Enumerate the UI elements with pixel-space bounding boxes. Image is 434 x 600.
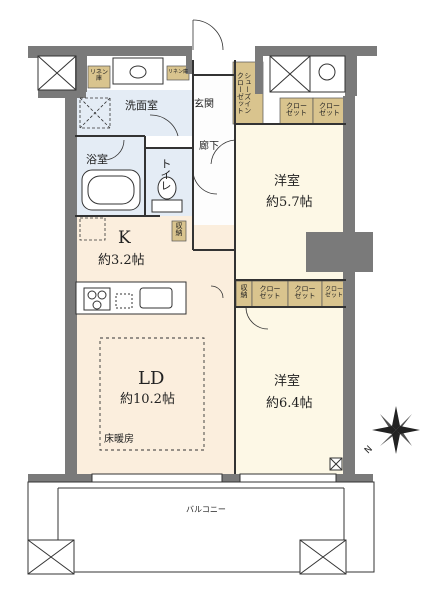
closet-1b-label: クロー ゼット — [319, 102, 340, 118]
closet-2b-label: クロー ゼット — [294, 285, 316, 301]
shoes-in-label: シューズイン クローゼット — [236, 72, 252, 114]
washroom-label: 洗面室 — [125, 99, 158, 112]
storage-hall-box — [171, 220, 187, 242]
closet-1b — [312, 97, 347, 125]
ld-area: 約10.2帖 — [120, 392, 175, 407]
kitchen-area: 約3.2帖 — [98, 253, 145, 268]
closet-1a-label: クロー ゼット — [286, 102, 307, 118]
vent-box — [329, 457, 343, 471]
kitchen-ld-floor — [75, 216, 235, 474]
balcony-label: バルコニー — [186, 505, 226, 514]
storage-room2-label: 収 納 — [240, 284, 248, 300]
shaft-left — [37, 55, 77, 91]
kitchen-counter — [75, 281, 187, 315]
bathtub — [81, 169, 141, 211]
room1-name: 洋室 — [274, 174, 301, 189]
room1-area: 約5.7帖 — [266, 195, 313, 210]
interior-walls — [75, 60, 346, 474]
linen-left — [87, 65, 111, 89]
closet-2b — [287, 280, 323, 308]
floor-heating-label: 床暖房 — [104, 434, 134, 445]
washbasin — [112, 57, 164, 85]
hallway-floor — [193, 75, 235, 225]
windows — [91, 473, 337, 483]
storage-hall-label: 収 納 — [175, 222, 183, 238]
kitchen-name: K — [118, 228, 131, 248]
hallway-label: 廊下 — [199, 141, 219, 152]
balcony-pillars — [27, 539, 347, 575]
closet-2a-label: クロー ゼット — [259, 285, 281, 301]
toilet-fixture — [151, 176, 183, 213]
closet-2a — [251, 280, 289, 308]
doors — [103, 19, 269, 330]
entrance-label: 玄関 — [194, 99, 214, 110]
toilet-label: トイレ — [159, 158, 172, 191]
room2-floor — [235, 305, 345, 474]
room2-name: 洋室 — [274, 374, 301, 389]
linen-right-label: リネン庫 — [167, 69, 188, 75]
bathroom-label: 浴室 — [86, 153, 108, 166]
room2-area: 約6.4帖 — [266, 396, 313, 411]
fridge-space — [79, 217, 106, 241]
closet-2c-label: クロー ゼット — [324, 286, 343, 300]
shaft-right — [269, 55, 346, 93]
linen-left-label: リネン 庫 — [89, 69, 108, 83]
ld-name: LD — [138, 368, 165, 389]
washer-pan — [79, 97, 111, 129]
compass-rose-icon — [372, 406, 420, 454]
